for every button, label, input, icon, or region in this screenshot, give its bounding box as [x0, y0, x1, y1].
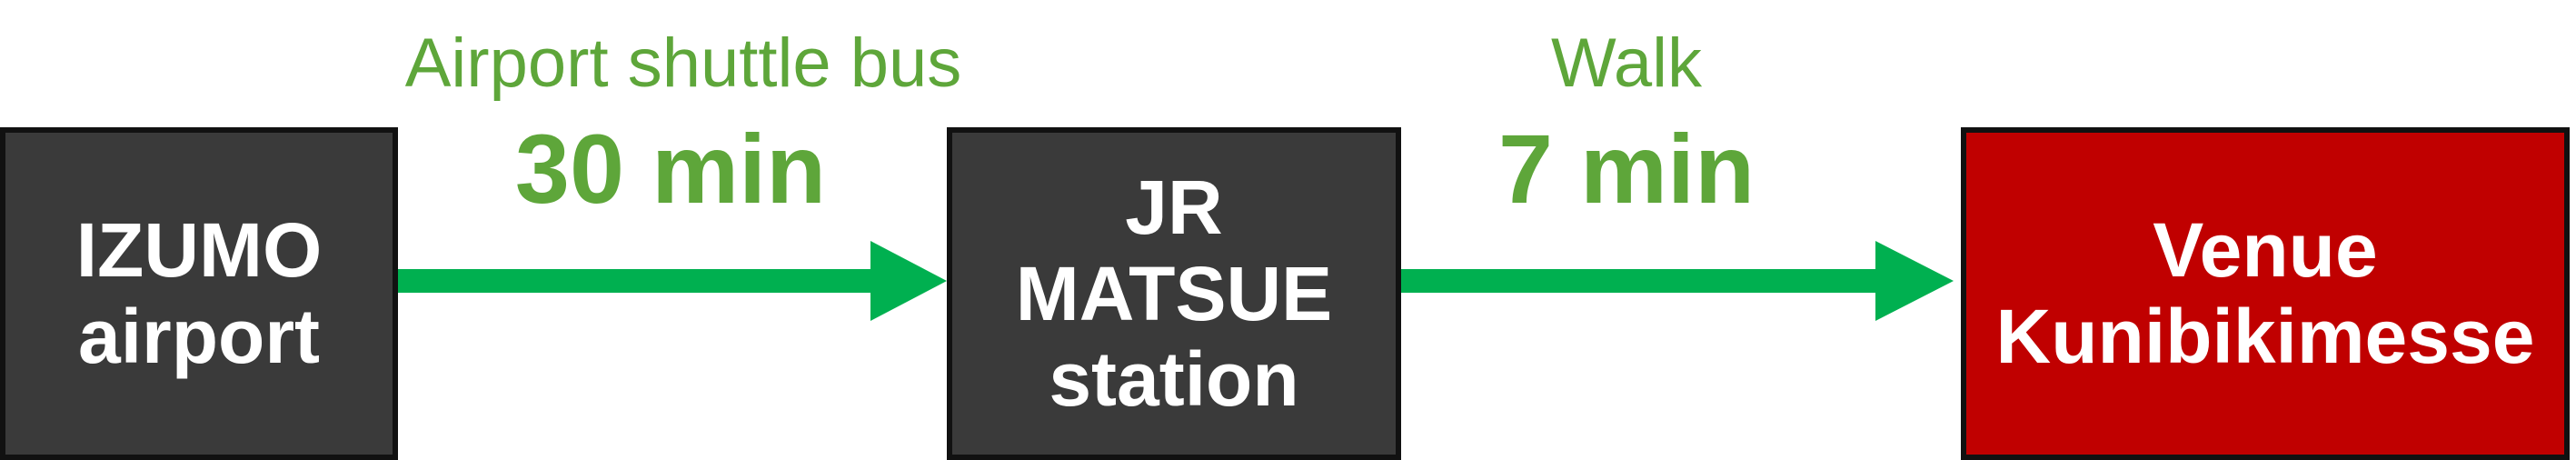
leg1-mode-label: Airport shuttle bus	[404, 25, 962, 102]
node-izumo-line1: IZUMO	[75, 207, 323, 294]
arrow2-head	[1875, 241, 1954, 321]
node-izumo-airport: IZUMO airport	[0, 127, 398, 460]
arrow1-shaft	[398, 269, 874, 293]
node-venue-line2: Kunibikimesse	[1995, 294, 2535, 379]
node-venue-kunibikimesse: Venue Kunibikimesse	[1961, 127, 2570, 460]
node-izumo-line2: airport	[77, 294, 321, 379]
node-jr-matsue-station: JR MATSUE station	[947, 127, 1401, 460]
leg1-duration-label: 30 min	[514, 114, 827, 224]
node-venue-line1: Venue	[2153, 207, 2378, 294]
arrow2-shaft	[1401, 269, 1881, 293]
leg2-mode-label: Walk	[1550, 25, 1703, 102]
node-matsue-line3: station	[1049, 336, 1299, 423]
arrow1-head	[870, 241, 947, 321]
leg2-duration-label: 7 min	[1497, 114, 1755, 224]
node-matsue-line1: JR	[1125, 164, 1223, 250]
node-matsue-line2: MATSUE	[1015, 250, 1333, 336]
